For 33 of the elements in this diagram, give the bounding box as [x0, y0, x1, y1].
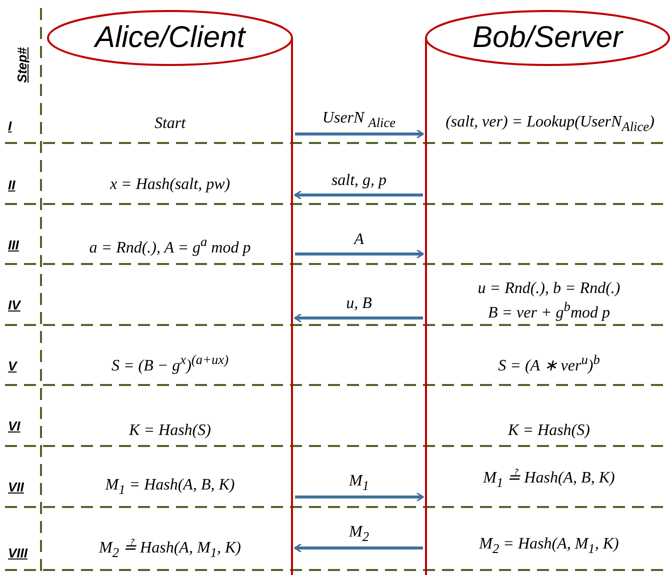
formula: (salt, ver) = Lookup(UserN$_{Alice}$) [446, 114, 654, 134]
step-number: III [8, 238, 19, 252]
arrow [295, 492, 424, 502]
formula: u = Rnd(.), b = Rnd(.) [478, 280, 620, 298]
step-number: IV [8, 298, 20, 312]
formula: B = ver + g$^{b}$mod p [488, 300, 610, 322]
formula: a = Rnd(.), A = g$^{a}$ mod p [89, 235, 251, 257]
formula: K = Hash(S) [508, 422, 590, 440]
arrow [294, 543, 423, 553]
step-number: II [8, 178, 16, 192]
step-heading: Step# [14, 47, 30, 83]
arrow [295, 249, 424, 259]
step-number: V [8, 358, 17, 374]
arrow [294, 313, 423, 323]
step-number: I [8, 118, 12, 134]
step-number: VIII [8, 546, 28, 560]
edge-label: salt, g, p [329, 172, 389, 190]
arrow [294, 190, 423, 200]
edge-label: u, B [344, 295, 374, 313]
formula: x = Hash(salt, pw) [110, 176, 230, 194]
formula: Start [154, 115, 186, 133]
arrow [295, 129, 424, 139]
participant-name: Bob/Server [472, 21, 623, 55]
formula: M$_{2}$ ≟ Hash(A, M$_{1}$, K) [99, 540, 241, 560]
formula: S = (A ∗ ver$^{u}$)$^{b}$ [498, 353, 600, 375]
formula: M$_{1}$ ≟ Hash(A, B, K) [483, 470, 615, 490]
formula: M$_{1}$ = Hash(A, B, K) [105, 476, 235, 498]
step-number: VII [8, 480, 24, 494]
formula: S = (B − g$^{x}$)$^{(a+ux)}$ [111, 353, 229, 375]
step-number: VI [8, 418, 20, 434]
formula: K = Hash(S) [129, 422, 211, 440]
participant-name: Alice/Client [94, 21, 246, 55]
formula: M$_{2}$ = Hash(A, M$_{1}$, K) [479, 536, 619, 556]
